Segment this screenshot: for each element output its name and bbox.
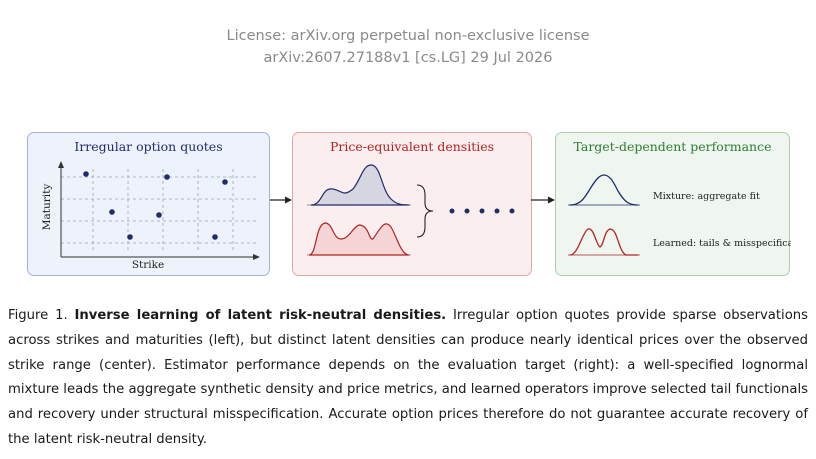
y-axis-arrow [58, 161, 64, 168]
y-axis-label: Maturity [41, 184, 53, 231]
panel-irregular-quotes: Irregular option quotes Maturity Stri [27, 132, 270, 276]
mixture-label: Mixture: aggregate fit [653, 191, 760, 202]
curly-brace [416, 184, 434, 238]
performance-curves: Mixture: aggregate fit Learned: tails & … [568, 174, 791, 256]
learned-label: Learned: tails & misspecification [653, 238, 791, 249]
quote-point [83, 171, 89, 177]
x-axis-label: Strike [132, 259, 164, 271]
caption-prefix: Figure 1. [8, 308, 68, 323]
quote-point [109, 209, 115, 215]
density-curve-navy [310, 164, 410, 206]
grid-lines [61, 169, 256, 253]
quote-point [127, 234, 133, 240]
x-axis-arrow [253, 254, 260, 260]
caption-body: Irregular option quotes provide sparse o… [8, 308, 809, 447]
figure-caption: Figure 1. Inverse learning of latent ris… [8, 304, 808, 453]
density-curves [307, 164, 515, 256]
panel-title-irregular-quotes: Irregular option quotes [74, 139, 223, 154]
panel-target-dependent-performance: Target-dependent performance Mixture: ag… [555, 132, 791, 276]
license-line: License: arXiv.org perpetual non-exclusi… [226, 28, 590, 44]
quote-point [212, 234, 218, 240]
panel-title-price-equivalent: Price-equivalent densities [329, 139, 495, 154]
mixture-curve [569, 174, 639, 206]
caption-title: Inverse learning of latent risk-neutral … [74, 308, 447, 323]
arrow-right-icon [270, 196, 292, 204]
ellipsis-dots [449, 208, 515, 214]
density-curve-red [308, 222, 410, 256]
quote-point [222, 179, 228, 185]
arrow-right-icon [531, 196, 555, 204]
learned-curve [569, 228, 638, 256]
arxiv-identifier[interactable]: arXiv:2607.27188v1 [cs.LG] 29 Jul 2026 [263, 50, 553, 66]
quote-point [156, 212, 162, 218]
quote-point [164, 174, 170, 180]
panel-price-equivalent-densities: Price-equivalent densities [292, 132, 532, 276]
panel-title-target-performance: Target-dependent performance [573, 139, 772, 154]
quotes-scatter-plot: Maturity Strike [41, 161, 260, 271]
